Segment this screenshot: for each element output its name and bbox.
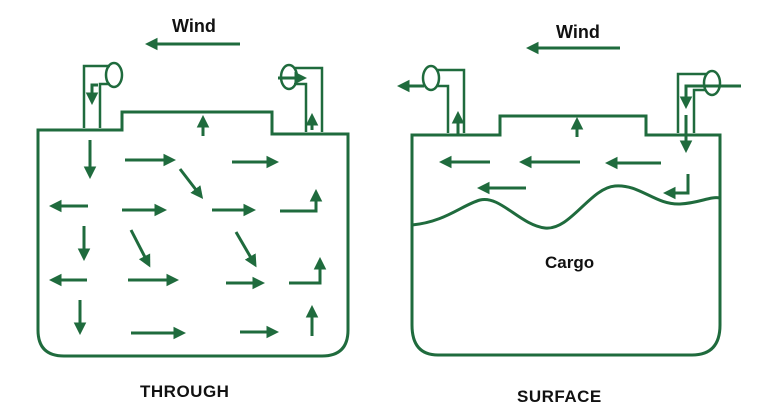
through-ventilation-panel: Wind <box>36 16 350 401</box>
wind-label-left: Wind <box>172 16 216 36</box>
surface-ventilation-panel: Wind Cargo SURFACE <box>396 22 741 406</box>
wind-label-right: Wind <box>556 22 600 42</box>
hold-outline-left <box>36 110 350 358</box>
cargo-surface-line <box>411 184 721 230</box>
caption-through: THROUGH <box>140 382 229 401</box>
hold-outline-right <box>410 114 722 357</box>
airflow-arrows-right <box>396 79 741 200</box>
airflow-arrows-left <box>48 71 327 340</box>
ventilator-cowl-right <box>279 63 324 132</box>
ventilator-cowl-right-surface <box>676 69 722 133</box>
ventilator-cowl-left <box>82 61 124 128</box>
caption-surface: SURFACE <box>517 387 602 406</box>
cargo-label: Cargo <box>545 253 594 272</box>
